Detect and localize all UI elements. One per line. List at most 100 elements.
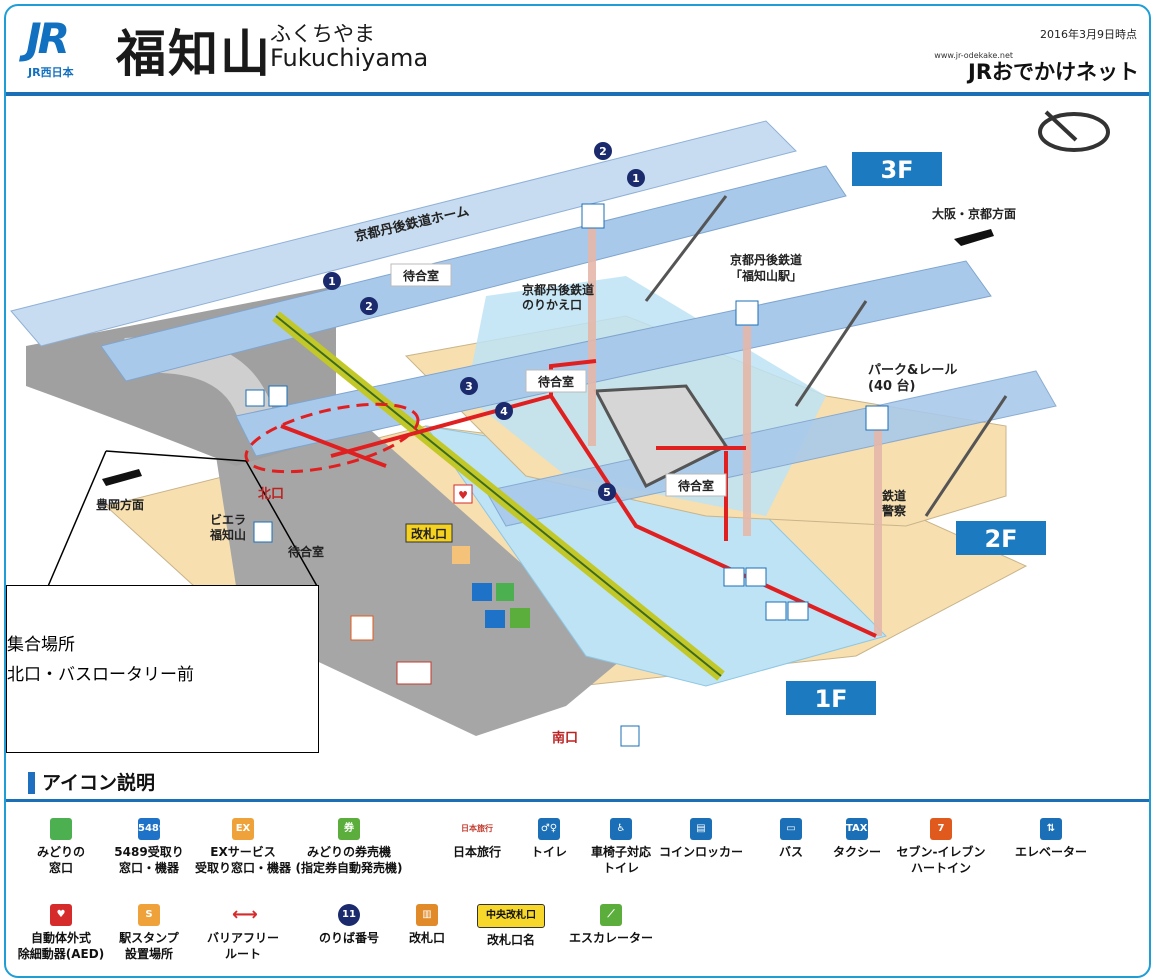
legend-item-gate-name: 中央改札口改札口名 bbox=[456, 904, 566, 948]
meeting-point-highlight bbox=[244, 402, 420, 474]
bus-icon bbox=[245, 389, 265, 407]
ticket-machine-icon: 券 bbox=[338, 818, 360, 840]
station-name-kana: ふくちやま bbox=[270, 22, 375, 46]
floor-3f-label: 3F bbox=[880, 156, 913, 184]
meeting-point-title: 集合場所 bbox=[7, 635, 75, 655]
jr-logo: JR bbox=[26, 14, 70, 63]
legend-item-label: トイレ bbox=[530, 845, 567, 859]
coin-locker-icon bbox=[253, 521, 273, 543]
platform-number-icon: 11 bbox=[338, 904, 360, 926]
legend-item-ticket-gate: ▥ 改札口 bbox=[372, 904, 482, 946]
elevator-icon: ⇅ bbox=[1040, 818, 1062, 840]
toilet-icon bbox=[723, 567, 745, 587]
legend-item-label: バス bbox=[778, 845, 803, 859]
legend-item-label: 車椅子対応 トイレ bbox=[590, 845, 651, 875]
legend-item-label: 自動体外式 除細動器(AED) bbox=[17, 931, 105, 961]
toilet-icon: ♂♀ bbox=[538, 818, 560, 840]
legend-item-label: タクシー bbox=[832, 845, 881, 859]
midori-window-icon bbox=[496, 583, 514, 601]
wheelchair-toilet-icon: ♿ bbox=[610, 818, 632, 840]
park-and-rail-capacity: (40 台) bbox=[868, 378, 916, 394]
legend-item-aed: ♥ 自動体外式 除細動器(AED) bbox=[6, 904, 116, 962]
waiting-room-label: 待合室 bbox=[403, 268, 439, 283]
legend-item-midori-window: みどりの 窓口 bbox=[6, 818, 116, 876]
toyooka-direction-arrow-icon bbox=[102, 469, 142, 486]
svg-text:3: 3 bbox=[465, 380, 473, 393]
5489-icon bbox=[472, 583, 492, 601]
platform-number-icons: 2 1 1 2 3 4 5 bbox=[323, 142, 645, 501]
legend-item-label: 5489受取り 窓口・機器 bbox=[114, 845, 184, 875]
taxi-icon: TAXI bbox=[846, 818, 871, 840]
stamp-icon bbox=[452, 546, 470, 564]
police-label-2: 警察 bbox=[881, 503, 907, 518]
coin-locker-icon: ▤ bbox=[690, 818, 712, 840]
company-name: JR西日本 bbox=[28, 66, 74, 79]
elevator-icon bbox=[581, 203, 605, 229]
aed-icon: ♥ bbox=[453, 484, 473, 504]
gate-name-icon: 中央改札口 bbox=[477, 904, 545, 928]
floor-2f-label: 2F bbox=[984, 525, 1017, 553]
wheelchair-toilet-icon bbox=[745, 567, 767, 587]
meeting-point-callout: 集合場所 北口・バスロータリー前 bbox=[6, 585, 319, 753]
waiting-room-label: 待合室 bbox=[678, 478, 714, 493]
legend-item-label: のりば番号 bbox=[318, 931, 379, 945]
wheelchair-toilet-icon bbox=[787, 601, 809, 621]
police-label: 鉄道 bbox=[882, 488, 906, 503]
stairs-group bbox=[593, 195, 1008, 517]
legend-item-label: バリアフリー ルート bbox=[206, 931, 279, 961]
kyotango-station-label: 京都丹後鉄道 bbox=[730, 252, 802, 267]
legend-item-ticket-machine: 券みどりの券売機 (指定券自動発売機) bbox=[294, 818, 404, 876]
site-logo[interactable]: JRおでかけネット bbox=[968, 56, 1139, 86]
osaka-kyoto-direction: 大阪・京都方面 bbox=[932, 206, 1016, 221]
toilet-icon bbox=[765, 601, 787, 621]
svg-text:5: 5 bbox=[603, 486, 611, 499]
legend-item-label: みどりの券売機 (指定券自動発売機) bbox=[295, 845, 403, 875]
kyotango-transfer-gate: のりかえ口 bbox=[522, 298, 582, 312]
station-floor-map: 3F 2F 1F 2 1 1 2 3 4 5 京都丹後鉄道ホーム 京都丹後鉄道 … bbox=[10, 110, 1110, 747]
site-url[interactable]: www.jr-odekake.net bbox=[934, 51, 1013, 60]
svg-text:2: 2 bbox=[599, 145, 607, 158]
elevator-shafts bbox=[588, 226, 882, 636]
nippon-travel-icon: 日本旅行 bbox=[461, 824, 493, 833]
ex-service-icon: EX bbox=[232, 818, 254, 840]
legend-item-label: コインロッカー bbox=[658, 845, 743, 859]
platform-2f-band-1 bbox=[235, 260, 992, 457]
legend-item-elevator: ⇅エレベーター bbox=[996, 818, 1106, 860]
legend-item-label: エスカレーター bbox=[568, 931, 653, 945]
station-map-frame: JR JR西日本 福知山 ふくちやま Fukuchiyama 2016年3月9日… bbox=[4, 4, 1151, 978]
legend-item-label: 改札口 bbox=[408, 931, 445, 945]
floor-1f-label: 1F bbox=[814, 685, 847, 713]
callout-line-a bbox=[105, 450, 247, 462]
legend-item-ex-service: EX EXサービス 受取り窓口・機器 bbox=[188, 818, 298, 876]
taxi-icon bbox=[268, 385, 288, 407]
legend-item-barrier-free-route: ⟷ バリアフリー ルート bbox=[188, 904, 298, 962]
legend-item-coin-locker: ▤ コインロッカー bbox=[646, 818, 756, 860]
callout-line-c bbox=[245, 460, 318, 587]
meeting-point-location: 北口・バスロータリー前 bbox=[7, 665, 194, 685]
svg-text:4: 4 bbox=[500, 405, 508, 418]
legend-item-label: みどりの 窓口 bbox=[36, 845, 85, 875]
legend-item-label: EXサービス 受取り窓口・機器 bbox=[194, 845, 291, 875]
nippon-travel-icon bbox=[396, 661, 432, 685]
svg-text:♥: ♥ bbox=[458, 489, 468, 502]
header-rule bbox=[6, 92, 1149, 96]
svg-text:1: 1 bbox=[632, 172, 640, 185]
ticket-gate-icon: ▥ bbox=[416, 904, 438, 926]
kyotango-station-name: 「福知山駅」 bbox=[730, 268, 802, 283]
header: JR JR西日本 福知山 ふくちやま Fukuchiyama 2016年3月9日… bbox=[6, 6, 1149, 92]
5489-icon bbox=[485, 610, 505, 628]
midori-window-icon bbox=[50, 818, 72, 840]
legend-item-platform-number: 11 のりば番号 bbox=[294, 904, 404, 946]
svg-text:1: 1 bbox=[328, 275, 336, 288]
seven-eleven-icon bbox=[350, 615, 374, 641]
taxi-icon bbox=[620, 725, 640, 747]
osaka-direction-arrow-icon bbox=[954, 229, 994, 246]
park-and-rail-label: パーク&レール bbox=[868, 363, 957, 378]
floor-badge-1f bbox=[786, 681, 876, 715]
stamp-icon: S bbox=[138, 904, 160, 926]
barrier-free-route-icon: ⟷ bbox=[232, 904, 258, 925]
date-stamp: 2016年3月9日時点 bbox=[1040, 28, 1137, 41]
aed-icon: ♥ bbox=[50, 904, 72, 926]
waiting-room-label: 待合室 bbox=[538, 374, 574, 389]
